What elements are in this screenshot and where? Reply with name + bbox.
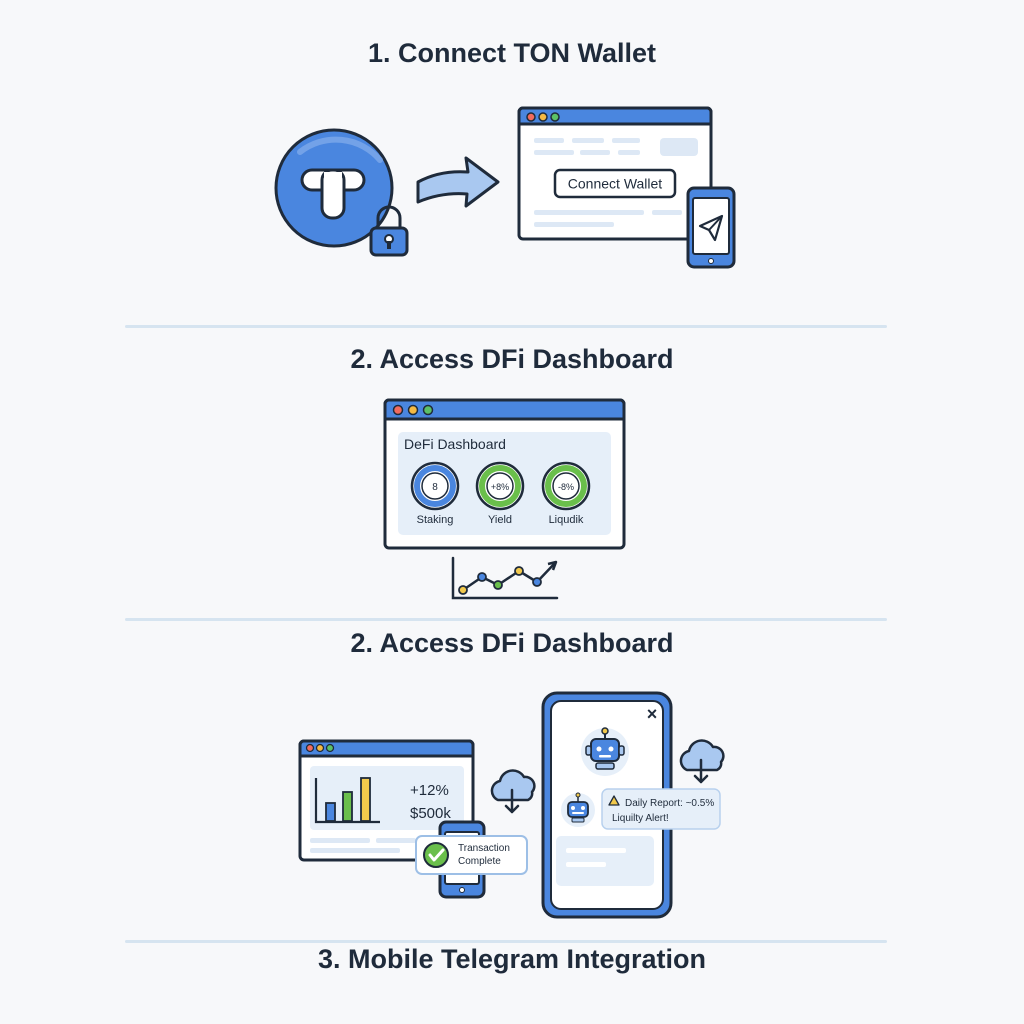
checkmark-icon	[428, 848, 445, 862]
close-icon[interactable]: ×	[647, 704, 658, 724]
gauge-yield: +8% Yield	[475, 461, 525, 526]
gauge-liquidity-label: Liqudik	[549, 514, 584, 526]
robot-icon	[581, 727, 629, 776]
ton-logo-icon: T	[274, 128, 394, 248]
gauge-liquidity: -8% Liqudik	[541, 461, 591, 526]
lock-icon	[369, 205, 409, 257]
divider-3	[125, 940, 887, 943]
section-3-subtitle: 3. Mobile Telegram Integration	[317, 944, 707, 974]
line-chart-icon	[451, 556, 559, 600]
transaction-toast: Transaction Complete	[415, 835, 528, 875]
transaction-label-line2: Complete	[458, 856, 501, 867]
analytics-window	[298, 739, 475, 862]
connect-wallet-label: Connect Wallet	[568, 176, 663, 192]
warning-icon	[608, 795, 620, 806]
gauge-yield-label: Yield	[488, 514, 512, 526]
cloud-download-icon-right	[679, 739, 725, 784]
robot-small-icon	[561, 792, 595, 827]
section-3-title: 2. Access DFi Dashboard	[350, 628, 674, 658]
stat-change: +12%	[410, 782, 449, 799]
divider-2	[125, 618, 887, 621]
daily-report-bubble: Daily Report: ~0.5% Liquilty Alert!	[601, 788, 721, 830]
dashboard-title: DeFi Dashboard	[404, 436, 506, 452]
gauge-staking-label: Staking	[417, 514, 454, 526]
cloud-download-icon	[490, 769, 536, 814]
stat-amount: $500k	[410, 805, 451, 822]
report-line1: Daily Report: ~0.5%	[625, 798, 714, 809]
section-1-title: 1. Connect TON Wallet	[367, 38, 657, 68]
gauge-yield-value: +8%	[491, 482, 509, 492]
bar-chart-icon	[314, 777, 380, 824]
section-2-title: 2. Access DFi Dashboard	[350, 344, 674, 374]
telegram-paper-plane-icon	[698, 214, 724, 242]
report-line2: Liquilty Alert!	[612, 813, 669, 824]
arrow-right-icon	[416, 156, 500, 208]
connect-wallet-button[interactable]: Connect Wallet	[553, 168, 677, 199]
divider-1	[125, 325, 887, 328]
gauge-staking: 8 Staking	[410, 461, 460, 526]
transaction-label-line1: Transaction	[458, 843, 510, 854]
gauge-staking-value: 8	[432, 482, 438, 493]
gauge-liquidity-value: -8%	[558, 482, 574, 492]
